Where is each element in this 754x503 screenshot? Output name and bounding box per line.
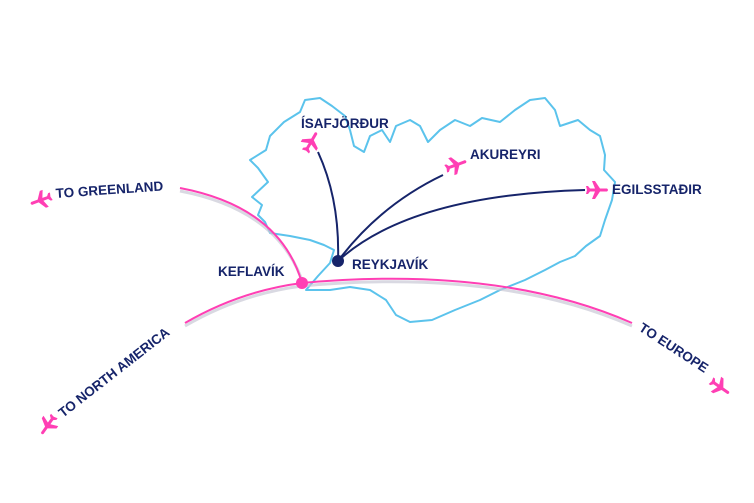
- keflavik-hub-marker: [296, 277, 308, 289]
- airplane-icon: [442, 152, 470, 178]
- label-to-greenland: TO GREENLAND: [55, 178, 164, 200]
- airplane-icon: [586, 181, 608, 199]
- label-to-europe: TO EUROPE: [636, 320, 711, 376]
- label-akureyri: AKUREYRI: [470, 147, 541, 162]
- iceland-coastline: [249, 97, 616, 323]
- route-north-america-europe: [184, 277, 633, 324]
- airplane-icon: [297, 127, 325, 157]
- route-to-greenland: [179, 187, 303, 284]
- airplane-icon: [34, 410, 62, 440]
- label-to-north-america: TO NORTH AMERICA: [56, 324, 173, 420]
- label-isafjordur: ÍSAFJÖRÐUR: [301, 116, 389, 131]
- airplane-icon: [27, 187, 55, 213]
- label-keflavik: KEFLAVÍK: [218, 264, 285, 279]
- reykjavik-hub-marker: [332, 255, 344, 267]
- route-isafjordur: [317, 151, 340, 262]
- label-egilsstadir: EGILSSTAÐIR: [612, 182, 702, 197]
- route-akureyri: [337, 174, 444, 262]
- label-reykjavik: REYKJAVÍK: [352, 257, 429, 272]
- airplane-icon: [705, 373, 735, 401]
- route-egilsstadir: [337, 189, 586, 262]
